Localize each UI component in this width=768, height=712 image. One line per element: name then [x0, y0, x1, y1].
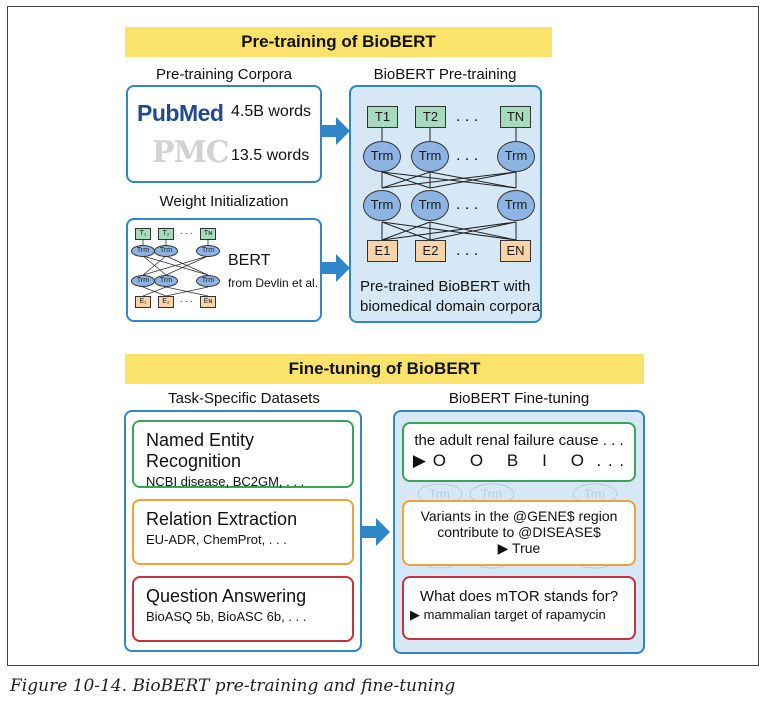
token-t2: T2	[415, 106, 446, 128]
pmc-words: 13.5 words	[231, 147, 310, 164]
pretrained-caption-2: biomedical domain corpora	[360, 298, 541, 315]
finetuning-banner: Fine-tuning of BioBERT	[125, 354, 644, 384]
dots-top: . . .	[456, 108, 479, 125]
mini-trm: Trm	[131, 245, 155, 257]
bert-source: from Devlin et al.	[228, 276, 319, 290]
mini-trm: Trm	[196, 245, 220, 257]
pretraining-banner: Pre-training of BioBERT	[125, 27, 552, 57]
mini-trm: Trm	[131, 275, 155, 287]
ft-ner-box: the adult renal failure cause . . . ▶ O …	[402, 422, 636, 482]
trm-node: Trm	[363, 190, 401, 221]
dots-bottom: . . .	[456, 242, 479, 259]
dots-trm1: . . .	[456, 147, 479, 164]
task-re: Relation Extraction EU-ADR, ChemProt, . …	[132, 499, 354, 565]
weight-init-box	[126, 218, 322, 322]
mini-token-e2: E₂	[158, 296, 174, 308]
bert-label: BERT	[228, 252, 271, 269]
pretrained-caption-1: Pre-trained BioBERT with	[360, 278, 531, 295]
token-en: EN	[500, 240, 531, 262]
token-tn: TN	[500, 106, 531, 128]
re-line2: contribute to @DISEASE$	[437, 524, 601, 540]
mini-token-tn: Tɴ	[200, 228, 216, 240]
mini-trm: Trm	[154, 275, 178, 287]
token-e1: E1	[367, 240, 398, 262]
task-ner: Named Entity Recognition NCBI disease, B…	[132, 420, 354, 489]
task-datasets: BioASQ 5b, BioASC 6b, . . .	[146, 609, 307, 624]
pmc-logo: PMC	[152, 135, 230, 170]
task-qa: Question Answering BioASQ 5b, BioASC 6b,…	[132, 576, 354, 642]
qa-question: What does mTOR stands for?	[419, 588, 619, 605]
token-e2: E2	[415, 240, 446, 262]
ft-re-box: Variants in the @GENE$ region contribute…	[402, 500, 636, 566]
ner-sentence: the adult renal failure cause . . .	[414, 432, 624, 449]
mini-token-en: Eɴ	[200, 296, 216, 308]
task-title: Named Entity Recognition	[146, 430, 255, 471]
corpora-label: Pre-training Corpora	[156, 66, 292, 83]
task-datasets: NCBI disease, BC2GM, . . .	[146, 474, 305, 489]
datasets-label: Task-Specific Datasets	[168, 390, 320, 407]
mini-trm: Trm	[196, 275, 220, 287]
biobert-pretraining-label: BioBERT Pre-training	[373, 66, 517, 83]
re-result: ▶ True	[497, 540, 541, 556]
figure-caption: Figure 10-14. BioBERT pre-training and f…	[10, 676, 456, 696]
trm-node: Trm	[411, 190, 449, 221]
pubmed-words: 4.5B words	[231, 103, 312, 120]
mini-token-t2: T₂	[158, 228, 174, 240]
ft-qa-box: What does mTOR stands for? ▶ mammalian t…	[402, 576, 636, 640]
pubmed-logo: PubMed	[137, 100, 224, 126]
task-title: Relation Extraction	[146, 509, 298, 529]
trm-node: Trm	[411, 141, 449, 172]
weight-init-label: Weight Initialization	[159, 193, 289, 210]
trm-node: Trm	[363, 141, 401, 172]
mini-dots-top: . . .	[180, 226, 193, 236]
ner-tags: ▶ O O B I O . . .	[412, 451, 626, 470]
task-datasets: EU-ADR, ChemProt, . . .	[146, 532, 287, 547]
mini-token-t1: T₁	[135, 228, 151, 240]
mini-token-e1: E₁	[135, 296, 151, 308]
dots-trm2: . . .	[456, 196, 479, 213]
mini-trm: Trm	[154, 245, 178, 257]
corpora-box	[126, 85, 322, 183]
qa-answer: ▶ mammalian target of rapamycin	[410, 607, 606, 622]
trm-node: Trm	[497, 141, 535, 172]
mini-dots-bottom: . . .	[180, 294, 193, 304]
biobert-finetuning-label: BioBERT Fine-tuning	[448, 390, 590, 407]
task-title: Question Answering	[146, 586, 307, 606]
token-t1: T1	[367, 106, 398, 128]
re-line1: Variants in the @GENE$ region	[420, 508, 618, 524]
trm-node: Trm	[497, 190, 535, 221]
